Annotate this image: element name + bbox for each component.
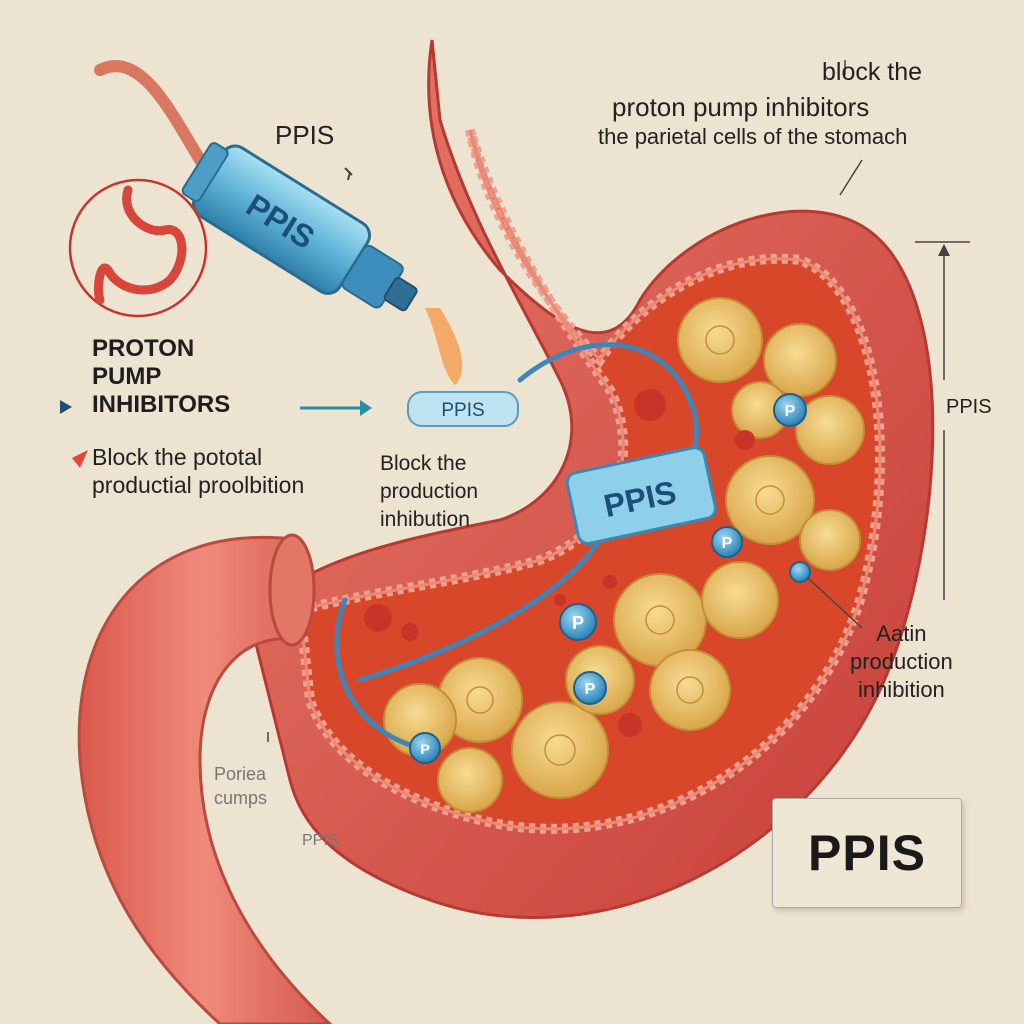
duodenum xyxy=(77,533,333,1024)
parietal-cells xyxy=(383,297,865,813)
small-pill-label: PPIS xyxy=(441,400,484,421)
p-marker: P xyxy=(722,535,733,552)
small-ppis-pill: PPIS xyxy=(407,391,519,427)
top-label-line2: proton pump inhibitors xyxy=(612,92,870,122)
acid-droplets xyxy=(364,389,755,737)
block-mid-line1: Block the xyxy=(380,452,467,475)
ppis-capsule: PPIS xyxy=(94,60,463,385)
block-mid-line2: production xyxy=(380,480,479,503)
p-marker: P xyxy=(572,613,584,633)
aatin-line2: production xyxy=(850,649,953,674)
aatin-line3: inhibition xyxy=(857,677,945,702)
top-label-line3: the parietal cells of the stomach xyxy=(598,124,908,149)
production-inhibition-label: Aatin production inhibition xyxy=(850,620,953,704)
proton-line1: PROTON xyxy=(92,335,195,362)
p-marker: P xyxy=(785,403,796,420)
block-left-label: Block the pototal productial proolbition xyxy=(92,443,304,499)
parietal-line2: cumps xyxy=(214,788,268,808)
ppis-box-label: PPIS xyxy=(808,825,926,881)
stomach-icon xyxy=(68,178,208,318)
proton-pump-inhibitors-heading: PROTON PUMP INHIBITORS xyxy=(92,335,230,419)
proton-line2: PUMP xyxy=(92,363,162,390)
ppis-small-label: PPIS xyxy=(302,832,339,849)
p-marker: P xyxy=(585,681,596,698)
top-label-line1: block the xyxy=(822,58,923,86)
aatin-line1: Aatin xyxy=(876,621,927,646)
p-marker: P xyxy=(420,741,429,757)
block-mid-line3: inhibution xyxy=(380,508,470,531)
parietal-pumps-label: Poriea cumps xyxy=(214,762,267,810)
block-left-line2: productial proolbition xyxy=(92,472,305,498)
ppis-right-label: PPIS xyxy=(946,396,992,418)
proton-line3: INHIBITORS xyxy=(92,391,231,418)
ppis-drug-block: PPIS xyxy=(565,446,717,545)
ppis-box: PPIS xyxy=(772,798,962,908)
parietal-line1: Poriea xyxy=(214,764,267,784)
annotation-arrows xyxy=(60,60,970,742)
block-left-line1: Block the pototal xyxy=(92,444,263,470)
ppis-top-label: PPIS xyxy=(275,120,335,150)
proton-pump-markers: P P P P P xyxy=(409,393,811,764)
block-mid-label: Block the production inhibution xyxy=(380,450,478,534)
